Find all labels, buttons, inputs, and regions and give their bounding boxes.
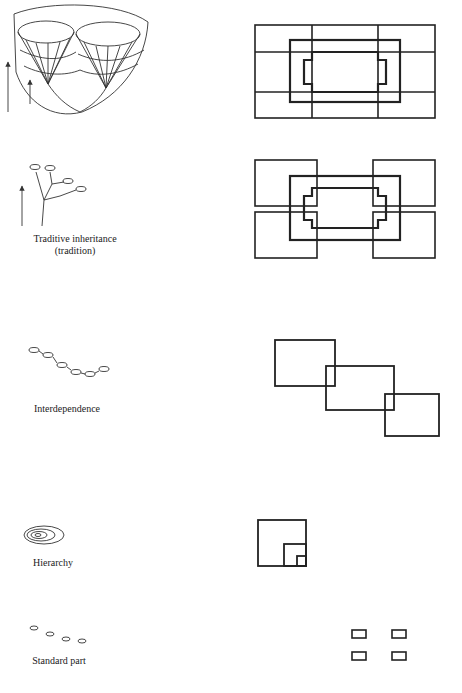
tree-sketch — [22, 165, 86, 227]
nested-ovals-sketch — [24, 526, 64, 544]
caption-label: Hierarchy — [8, 557, 98, 569]
caption-label: Traditive inheritance (tradition) — [18, 233, 133, 257]
nested-boxes — [258, 520, 306, 566]
chain-sketch — [29, 348, 109, 377]
parts-sketch — [30, 626, 86, 643]
landscape-sketch — [8, 5, 148, 114]
grid-boxes — [255, 25, 435, 118]
chained-boxes — [275, 340, 439, 436]
overlap-boxes — [255, 160, 435, 258]
caption-label: Interdependence — [12, 403, 122, 415]
standard-boxes — [352, 630, 406, 660]
caption-label: Standard part — [9, 655, 109, 667]
